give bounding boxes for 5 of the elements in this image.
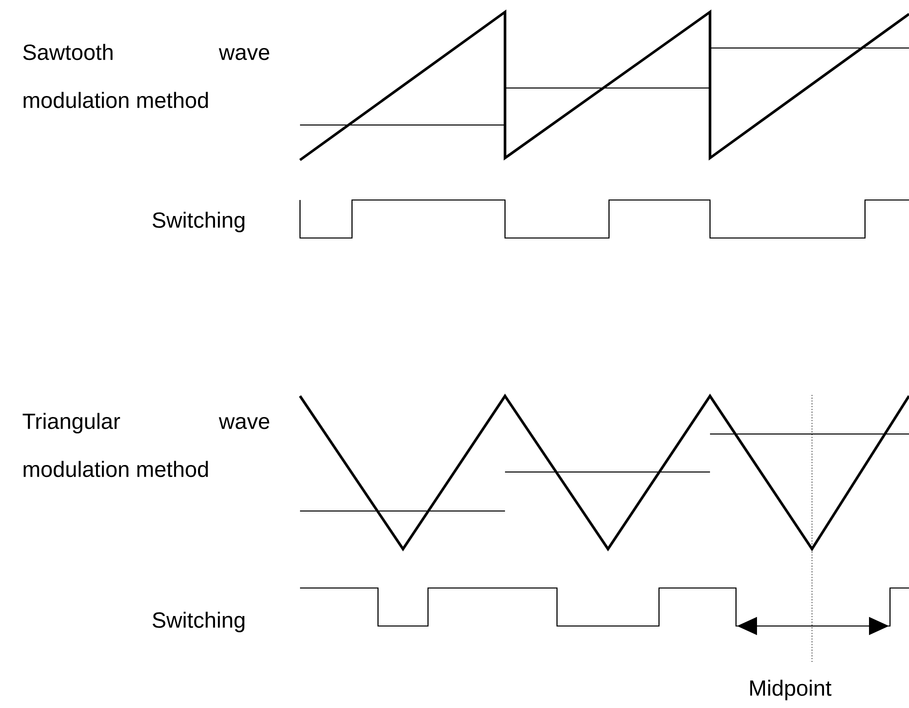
signal-label: Switching <box>152 612 244 632</box>
midpoint-label: Midpoint <box>750 680 832 700</box>
signal-label: Switching <box>152 212 244 232</box>
method-label: Triangular wave modulation method <box>22 412 270 478</box>
method-label: Sawtooth wave modulation method <box>23 44 270 108</box>
